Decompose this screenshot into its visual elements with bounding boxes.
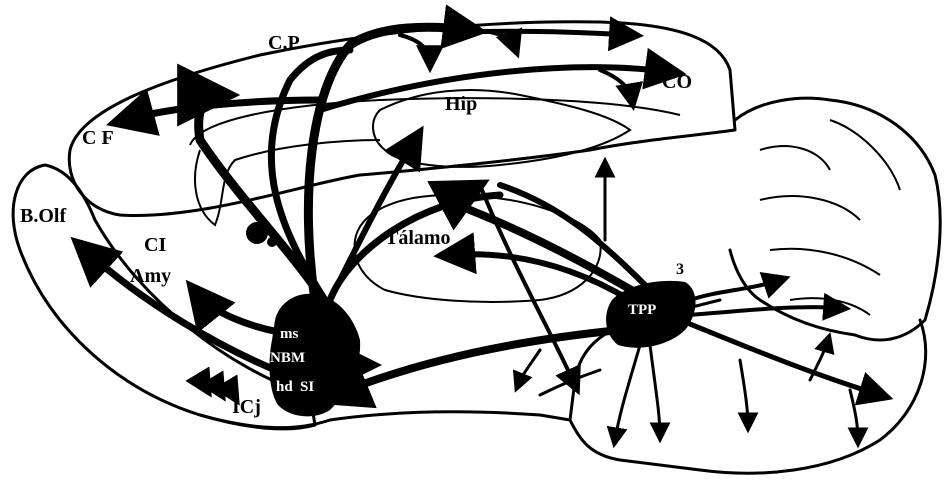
label-cp: C.P (268, 33, 300, 53)
projection-tpp-down-4 (650, 345, 660, 435)
label-amy: Amy (130, 266, 171, 286)
projection-co-drop (600, 70, 632, 100)
projection-tpp-down-2 (518, 350, 540, 385)
icj-arrow-1 (200, 378, 206, 388)
projection-to-cf (125, 100, 320, 120)
label-bolf: B.Olf (20, 206, 66, 226)
label-si: SI (300, 380, 314, 395)
projection-tpp-down-3 (615, 345, 640, 440)
label-icj: ICj (232, 397, 261, 417)
projection-to-co (320, 67, 670, 110)
icj-arrow-2 (214, 382, 220, 392)
label-co: CO (662, 72, 692, 92)
projection-tpp-to-cerebellum-1 (680, 320, 880, 395)
cortex-outline (69, 22, 735, 216)
projection-tpp-up-right (690, 280, 780, 300)
label-cf: C F (82, 128, 114, 148)
label-ms: ms (280, 327, 298, 342)
label-tpp: TPP (628, 303, 656, 318)
label-ci: CI (144, 235, 166, 255)
projection-to-bolf (85, 250, 300, 380)
label-hd: hd (276, 380, 293, 395)
projection-cp-drop-1 (400, 35, 430, 62)
projection-to-cp (308, 27, 470, 300)
icj-arrow-3 (228, 386, 234, 396)
projection-tpp-to-cerebellum-2 (690, 307, 840, 315)
label-three: 3 (676, 262, 684, 278)
label-hip: Hip (445, 94, 477, 114)
projection-tpp-to-nbm (335, 330, 620, 395)
projection-tpp-to-brainstem-3 (850, 390, 858, 440)
cerebellum-outline (730, 98, 940, 340)
projection-cp-branch (460, 31, 630, 35)
label-talamo: Tálamo (385, 228, 451, 248)
label-nbm: NBM (270, 351, 305, 366)
cerebellum-folia (760, 120, 900, 315)
projection-cp-drop-2 (490, 32, 515, 48)
projection-tpp-to-brainstem-1 (740, 360, 748, 425)
